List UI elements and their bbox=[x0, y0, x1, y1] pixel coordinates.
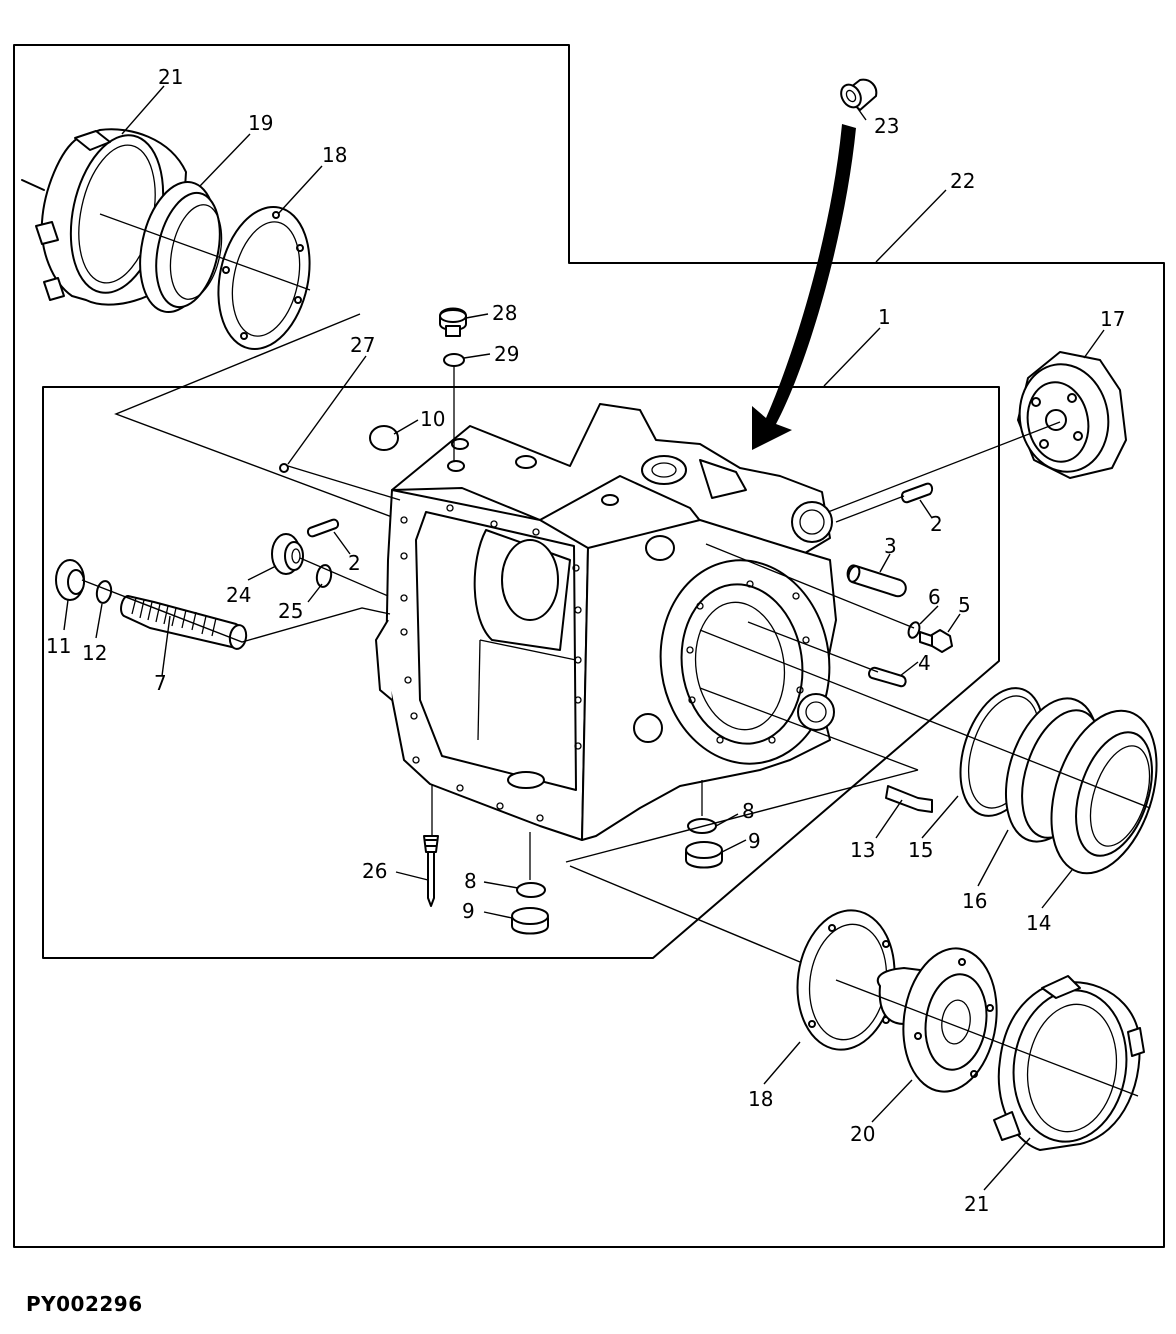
cover-20 bbox=[876, 947, 998, 1093]
callout-2-left: 2 bbox=[348, 551, 361, 575]
breather-26 bbox=[423, 835, 439, 907]
callout-14: 14 bbox=[1026, 911, 1051, 935]
washer-29 bbox=[443, 353, 465, 367]
inner-frame bbox=[42, 386, 1000, 959]
bushing-23 bbox=[840, 78, 878, 111]
gasket-18-top bbox=[217, 205, 311, 351]
callout-10: 10 bbox=[420, 407, 445, 431]
callout-24: 24 bbox=[226, 583, 251, 607]
callout-18-top: 18 bbox=[322, 143, 347, 167]
seal-11 bbox=[55, 559, 85, 601]
callout-23: 23 bbox=[874, 114, 899, 138]
callout-4: 4 bbox=[918, 651, 931, 675]
callout-29: 29 bbox=[494, 342, 519, 366]
o-ring-25 bbox=[315, 564, 333, 588]
callout-26: 26 bbox=[362, 859, 387, 883]
seal-24 bbox=[271, 533, 304, 575]
callout-12: 12 bbox=[82, 641, 107, 665]
callout-8-right: 8 bbox=[742, 799, 755, 823]
plug-5 bbox=[919, 629, 953, 653]
housing-ring-21-bottom bbox=[993, 975, 1145, 1151]
gasket-18-bottom bbox=[796, 909, 896, 1051]
check-ball-27 bbox=[279, 463, 289, 473]
callout-5: 5 bbox=[958, 593, 971, 617]
callout-21-top: 21 bbox=[158, 65, 183, 89]
dowel-pin-2-right bbox=[900, 482, 934, 504]
callout-27: 27 bbox=[350, 333, 375, 357]
figure-code: PY002296 bbox=[26, 1292, 143, 1316]
callout-9-left: 9 bbox=[462, 899, 475, 923]
callout-25: 25 bbox=[278, 599, 303, 623]
callout-13: 13 bbox=[850, 838, 875, 862]
cover-17 bbox=[1017, 351, 1127, 479]
callout-16: 16 bbox=[962, 889, 987, 913]
washer-6 bbox=[907, 621, 921, 639]
callout-2-right: 2 bbox=[930, 512, 943, 536]
callout-3: 3 bbox=[884, 534, 897, 558]
callout-18-bottom: 18 bbox=[748, 1087, 773, 1111]
callout-22: 22 bbox=[950, 169, 975, 193]
callouts: 21 19 18 23 22 28 1 17 27 29 10 2 3 2 24… bbox=[46, 65, 1125, 1216]
callout-21-bottom: 21 bbox=[964, 1192, 989, 1216]
dowel-pin-2-left bbox=[306, 518, 340, 538]
plug-28 bbox=[439, 307, 467, 337]
plug-9-right bbox=[685, 841, 723, 869]
callout-15: 15 bbox=[908, 838, 933, 862]
callout-11: 11 bbox=[46, 634, 71, 658]
leader-lines bbox=[63, 85, 1105, 1191]
callout-17: 17 bbox=[1100, 307, 1125, 331]
o-ring-8-left bbox=[516, 882, 546, 898]
plug-9-left bbox=[511, 907, 549, 935]
snap-ring-12 bbox=[95, 580, 113, 604]
callout-7: 7 bbox=[154, 671, 167, 695]
callout-8-left: 8 bbox=[464, 869, 477, 893]
transmission-case-1 bbox=[375, 403, 837, 841]
callout-6: 6 bbox=[928, 585, 941, 609]
callout-1: 1 bbox=[878, 305, 891, 329]
insert-arrow bbox=[752, 124, 856, 450]
pin-3 bbox=[846, 564, 907, 598]
plug-10 bbox=[369, 425, 399, 451]
callout-9-right: 9 bbox=[748, 829, 761, 853]
callout-20: 20 bbox=[850, 1122, 875, 1146]
callout-19: 19 bbox=[248, 111, 273, 135]
outer-frame bbox=[13, 44, 1165, 1248]
shaft-7 bbox=[120, 595, 248, 650]
callout-28: 28 bbox=[492, 301, 517, 325]
bolt-13 bbox=[885, 785, 933, 813]
